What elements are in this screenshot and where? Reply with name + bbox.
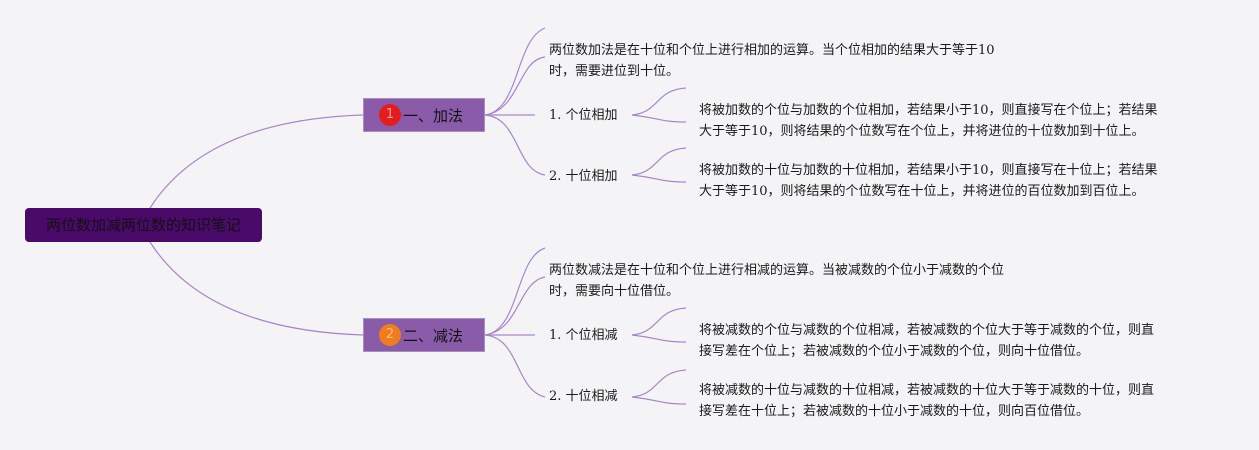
description-line: 时，需要向十位借位。 (549, 284, 680, 299)
link-b1-step1-detail-2 (631, 114, 687, 123)
root-node[interactable]: 两位数加减两位数的知识笔记 (25, 208, 262, 242)
branch-label: 二、减法 (403, 326, 464, 345)
link-b2-description (484, 247, 546, 336)
branch-addition[interactable]: 1 一、加法 (363, 98, 485, 132)
ones-addition-detail: 将被加数的个位与加数的个位相加，若结果小于10，则直接写在个位上；若结果 大于等… (699, 100, 1158, 142)
branch-label: 一、加法 (403, 106, 464, 125)
step-ones-subtraction[interactable]: 1. 个位相减 (549, 328, 618, 343)
link-b1-step1-detail (631, 87, 687, 116)
subtraction-description: 两位数减法是在十位和个位上进行相减的运算。当被减数的个位小于减数的个位 时，需要… (549, 260, 1004, 302)
link-b1-description-2 (484, 56, 546, 116)
link-b2-step1-detail (631, 307, 687, 336)
link-b1-step2 (484, 114, 546, 176)
link-b2-step2-detail-2 (631, 396, 687, 405)
description-line: 两位数加法是在十位和个位上进行相加的运算。当个位相加的结果大于等于10 (549, 43, 995, 58)
link-b1-step2-detail-2 (631, 174, 687, 183)
detail-line: 大于等于10，则将结果的个位数写在个位上，并将进位的十位数加到十位上。 (699, 124, 1145, 139)
step-ones-addition[interactable]: 1. 个位相加 (549, 108, 618, 123)
step-tens-subtraction[interactable]: 2. 十位相减 (549, 389, 618, 404)
link-b2-step2 (484, 334, 546, 398)
branch-subtraction[interactable]: 2 二、减法 (363, 318, 485, 352)
detail-line: 将被减数的个位与减数的个位相减，若被减数的个位大于等于减数的个位，则直 (699, 323, 1155, 338)
step-tens-addition[interactable]: 2. 十位相加 (549, 169, 618, 184)
link-root-branch2 (149, 241, 364, 336)
root-label: 两位数加减两位数的知识笔记 (45, 216, 241, 234)
detail-line: 将被减数的十位与减数的十位相减，若被减数的十位大于等于减数的十位，则直 (699, 383, 1155, 398)
detail-line: 将被加数的十位与加数的十位相加，若结果小于10，则直接写在十位上；若结果 (699, 163, 1158, 178)
description-line: 时，需要进位到十位。 (549, 64, 680, 79)
detail-line: 接写差在个位上；若被减数的个位小于减数的个位，则向十位借位。 (699, 344, 1090, 359)
description-line: 两位数减法是在十位和个位上进行相减的运算。当被减数的个位小于减数的个位 (549, 263, 1005, 278)
link-root-branch1 (149, 114, 364, 209)
tens-addition-detail: 将被加数的十位与加数的十位相加，若结果小于10，则直接写在十位上；若结果 大于等… (699, 160, 1158, 202)
link-b2-description-2 (484, 276, 546, 336)
link-b2-step1-detail-2 (631, 334, 687, 343)
number-badge-icon: 2 (379, 324, 401, 346)
tens-subtraction-detail: 将被减数的十位与减数的十位相减，若被减数的十位大于等于减数的十位，则直 接写差在… (699, 380, 1154, 422)
detail-line: 将被加数的个位与加数的个位相加，若结果小于10，则直接写在个位上；若结果 (699, 103, 1158, 118)
detail-line: 接写差在十位上；若被减数的十位小于减数的十位，则向百位借位。 (699, 404, 1090, 419)
link-b1-description (484, 27, 546, 116)
addition-description: 两位数加法是在十位和个位上进行相加的运算。当个位相加的结果大于等于10 时，需要… (549, 40, 995, 82)
detail-line: 大于等于10，则将结果的个位数写在十位上，并将进位的百位数加到百位上。 (699, 184, 1145, 199)
link-b2-step2-detail (631, 369, 687, 398)
number-badge-icon: 1 (379, 104, 401, 126)
ones-subtraction-detail: 将被减数的个位与减数的个位相减，若被减数的个位大于等于减数的个位，则直 接写差在… (699, 320, 1154, 362)
link-b1-step2-detail (631, 147, 687, 176)
